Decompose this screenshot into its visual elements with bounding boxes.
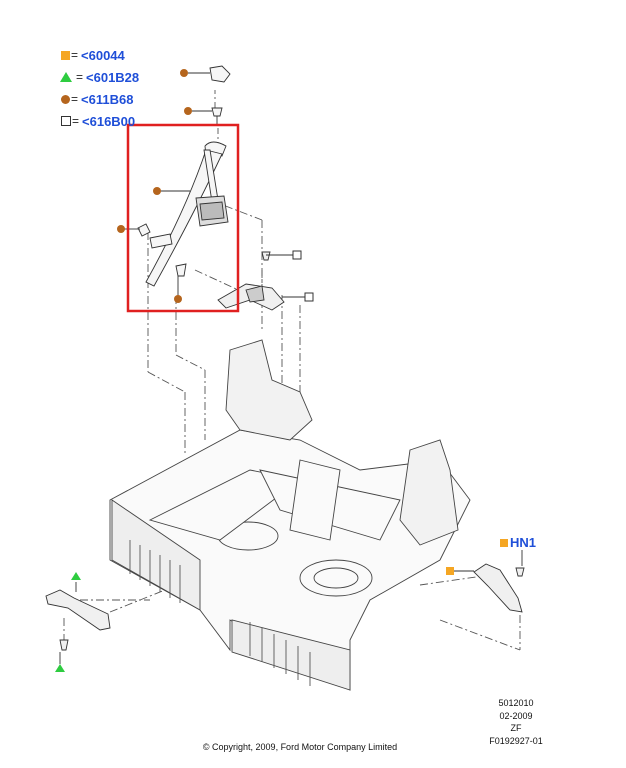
floor-bracket-left (45, 589, 111, 651)
copyright-notice: © Copyright, 2009, Ford Motor Company Li… (202, 742, 398, 752)
legend-code: <601B28 (86, 69, 140, 85)
legend-equals: = (76, 70, 84, 84)
legend-equals: = (71, 92, 79, 106)
seat-belt-assembly (137, 65, 231, 287)
empty-square-icon (61, 116, 71, 126)
reference-line: 02-2009 (499, 710, 533, 721)
reference-block: 5012010 02-2009 ZF F0192927-01 (474, 697, 558, 747)
marker-green-triangle (71, 572, 81, 580)
reference-line: 5012010 (498, 698, 534, 708)
orange-square-icon (61, 50, 70, 60)
marker-empty-square (292, 250, 302, 260)
legend-code: <611B68 (81, 91, 134, 107)
side-trim-bracket (473, 563, 525, 613)
legend-item-611b68: = <611B68 (60, 88, 139, 110)
legend-equals: = (71, 48, 79, 62)
marker-brown (117, 225, 125, 233)
marker-green-triangle (55, 664, 65, 672)
green-triangle-icon (60, 72, 72, 82)
highlight-box (126, 123, 240, 313)
legend-code: <60044 (81, 47, 125, 63)
marker-orange-square (446, 567, 454, 575)
legend-code: <616B00 (82, 113, 136, 129)
floor-pan (109, 339, 471, 691)
marker-empty-square (304, 292, 314, 302)
vent-slots (129, 540, 311, 686)
legend-equals: = (72, 114, 80, 128)
leader-lines (59, 72, 523, 664)
callout-hn1: HN1 (510, 535, 537, 550)
legend-item-60044: = <60044 (60, 44, 139, 66)
legend: = <60044 = <601B28 = <611B68 = <616B00 (60, 44, 139, 132)
marker-brown (153, 187, 161, 195)
reference-line: ZF (510, 723, 522, 733)
marker-brown (184, 107, 192, 115)
marker-brown (180, 69, 188, 77)
fastener-markers (55, 69, 508, 672)
anchor-bracket (217, 251, 285, 311)
brown-circle-icon (61, 94, 70, 104)
marker-brown (174, 295, 182, 303)
legend-item-616b00: = <616B00 (60, 110, 139, 132)
marker-orange-square (500, 539, 508, 547)
legend-item-601b28: = <601B28 (60, 66, 139, 88)
reference-line: F0192927-01 (489, 735, 543, 746)
